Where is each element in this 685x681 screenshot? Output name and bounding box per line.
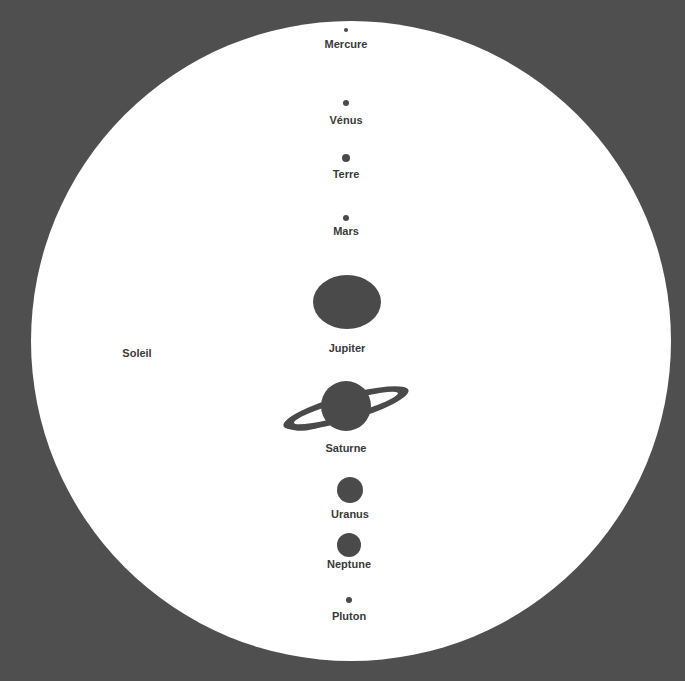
planet-label-box: Uranus — [329, 508, 371, 521]
sun-circle: Soleil MercureVénusTerreMarsJupiterSaturn… — [31, 21, 671, 661]
planet-label-box: Saturne — [324, 442, 369, 455]
planet-label: Jupiter — [327, 342, 368, 355]
jupiter-disk — [313, 275, 381, 329]
earth-dot — [342, 154, 350, 162]
saturn-disk — [321, 381, 371, 431]
saturn-ring-front — [288, 424, 322, 428]
planet-label-box: Neptune — [325, 558, 373, 571]
sun-label: Soleil — [122, 347, 151, 360]
mercury-dot — [344, 28, 348, 32]
planet-label: Terre — [331, 168, 362, 181]
planet-label-box: Terre — [331, 168, 362, 181]
planet-label-box: Pluton — [330, 610, 369, 623]
planet-label: Saturne — [324, 442, 369, 455]
pluto-dot — [346, 597, 352, 603]
planet-label: Vénus — [327, 114, 365, 127]
planet-label: Neptune — [325, 558, 373, 571]
saturn-ring — [280, 378, 412, 439]
mars-dot — [343, 215, 349, 221]
planet-label: Uranus — [329, 508, 371, 521]
planet-label-box: Vénus — [327, 114, 365, 127]
planet-label-box: Mars — [331, 225, 361, 238]
planet-label: Mercure — [323, 38, 370, 51]
neptune-disk — [337, 533, 361, 557]
planet-label: Mars — [331, 225, 361, 238]
planet-label-box: Mercure — [323, 38, 370, 51]
venus-dot — [343, 100, 349, 106]
sun-disk — [31, 21, 671, 661]
planet-label: Pluton — [330, 610, 369, 623]
planet-label-box: Jupiter — [327, 342, 368, 355]
uranus-disk — [337, 477, 363, 503]
